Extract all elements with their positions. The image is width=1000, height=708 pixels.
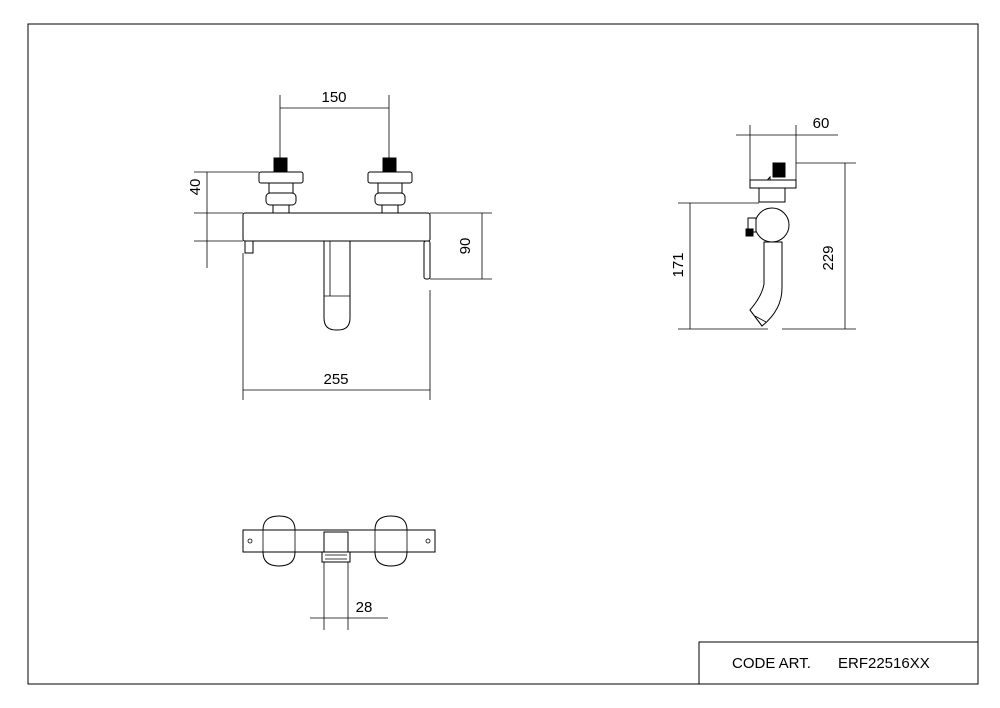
front-lever	[424, 241, 430, 279]
front-diverter	[245, 241, 253, 253]
top-view	[243, 516, 435, 566]
dim-60: 60	[736, 115, 838, 180]
front-spout	[324, 241, 350, 330]
dim-40-label: 40	[187, 179, 204, 196]
code-art-value: ERF22516XX	[838, 655, 930, 672]
front-view	[243, 158, 430, 330]
dim-171-label: 171	[670, 252, 687, 277]
side-spout	[750, 242, 782, 326]
dim-60-label: 60	[813, 115, 830, 132]
title-block: CODE ART. ERF22516XX	[699, 642, 978, 684]
dim-90-label: 90	[457, 238, 474, 255]
code-art-label: CODE ART.	[732, 655, 811, 672]
front-right-inlet	[368, 158, 412, 213]
front-left-inlet	[259, 158, 303, 213]
dim-255-label: 255	[323, 371, 348, 388]
dim-229-label: 229	[820, 245, 837, 270]
dim-150-label: 150	[321, 89, 346, 106]
dim-28-label: 28	[356, 599, 373, 616]
dim-150: 150	[280, 89, 389, 158]
top-spout	[324, 532, 348, 552]
drawing-frame	[28, 24, 978, 684]
side-view	[746, 163, 796, 326]
front-body	[243, 213, 430, 241]
side-body	[755, 208, 789, 242]
dim-90: 90	[430, 213, 492, 279]
dim-28: 28	[310, 562, 388, 630]
